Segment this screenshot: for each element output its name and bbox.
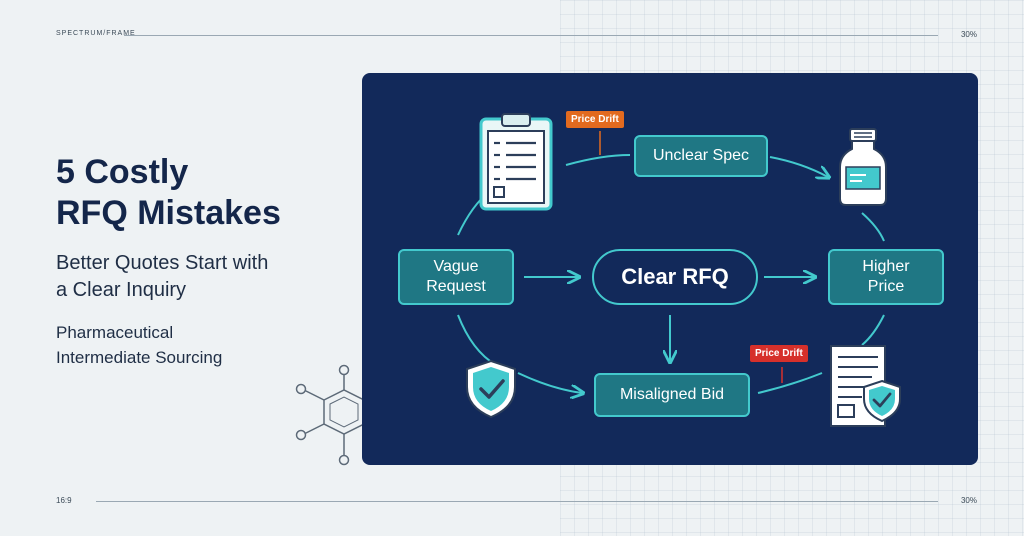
- node-vague-request: Vague Request: [398, 249, 514, 305]
- shield-check-icon: [466, 359, 516, 419]
- price-drift-badge-bottom: Price Drift: [750, 345, 808, 362]
- page-subtitle: Better Quotes Start with a Clear Inquiry: [56, 250, 326, 304]
- node-higher-price: Higher Price: [828, 249, 944, 305]
- node-unclear-spec: Unclear Spec: [634, 135, 768, 177]
- higher-price-line-2: Price: [867, 278, 905, 295]
- footer-ratio: 16:9: [56, 496, 72, 505]
- misaligned-bid-label: Misaligned Bid: [619, 386, 725, 403]
- subtitle-line-2: a Clear Inquiry: [56, 279, 187, 301]
- page-tagline: Pharmaceutical Intermediate Sourcing: [56, 320, 326, 370]
- higher-price-line-1: Higher: [862, 258, 910, 275]
- subtitle-line-1: Better Quotes Start with: [56, 252, 269, 274]
- vague-request-line-2: Request: [426, 278, 486, 295]
- header-tag: SPECTRUM/FRAME: [56, 30, 136, 37]
- tagline-line-1: Pharmaceutical: [56, 323, 174, 342]
- diagram-connectors: [457, 131, 885, 465]
- clear-rfq-label: Clear RFQ: [621, 264, 729, 289]
- node-misaligned-bid: Misaligned Bid: [594, 373, 750, 417]
- title-line-1: 5 Costly: [56, 153, 189, 191]
- clipboard-icon: [479, 113, 553, 211]
- unclear-spec-label: Unclear Spec: [652, 147, 750, 164]
- document-shield-icon: [830, 345, 901, 427]
- header-percent: 30%: [960, 30, 977, 39]
- diagram-panel: Unclear Spec Vague Request Clear RFQ Hig…: [362, 73, 978, 465]
- header-divider: [124, 35, 938, 36]
- node-clear-rfq: Clear RFQ: [592, 249, 758, 305]
- title-line-2: RFQ Mistakes: [56, 194, 281, 232]
- tagline-line-2: Intermediate Sourcing: [56, 348, 223, 367]
- price-drift-badge-top: Price Drift: [566, 111, 624, 128]
- footer-percent: 30%: [960, 496, 977, 505]
- page-title: 5 Costly RFQ Mistakes: [56, 152, 336, 234]
- bottle-icon: [839, 128, 887, 206]
- vague-request-line-1: Vague: [433, 258, 479, 275]
- footer-divider: [96, 501, 938, 502]
